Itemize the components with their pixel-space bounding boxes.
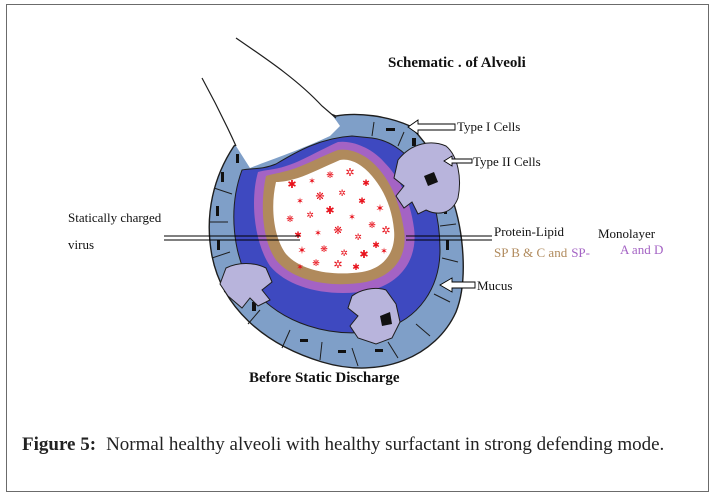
- virus-particle: ✶: [314, 229, 322, 239]
- mucus-callout: Mucus: [440, 278, 512, 293]
- virus-particle: ✶: [348, 213, 356, 223]
- virus-particle: ✲: [306, 211, 314, 221]
- virus-particle: ❋: [286, 215, 294, 225]
- virus-particle: ✱: [352, 263, 360, 273]
- virus-particle: ✲: [333, 258, 342, 271]
- type-2-cells-callout: Type II Cells: [444, 154, 541, 169]
- type-1-cells-callout: Type I Cells: [408, 119, 520, 134]
- virus-particle: ✶: [308, 177, 316, 187]
- monolayer-label: Monolayer: [598, 226, 656, 241]
- figure-caption: Figure 5: Normal healthy alveoli with hea…: [22, 432, 694, 458]
- virus-particle: ✱: [358, 197, 366, 207]
- virus-label-line2: virus: [68, 237, 94, 252]
- virus-particle: ❋: [326, 171, 334, 181]
- caption-text: Normal healthy alveoli with healthy surf…: [106, 434, 664, 455]
- virus-particle: ✶: [375, 202, 384, 215]
- protein-lipid-label: Protein-Lipid: [494, 224, 565, 239]
- title-part-alveoli: . of Alveoli: [458, 55, 526, 71]
- diagram-title: Schematic. of Alveoli: [388, 55, 526, 71]
- virus-particle: ✱: [362, 179, 370, 189]
- virus-particle: ❋: [315, 190, 324, 203]
- caption-label: Figure 5:: [22, 434, 96, 455]
- virus-particle: ✱: [372, 241, 380, 251]
- virus-particle: ✱: [325, 204, 334, 217]
- virus-particle: ✶: [296, 197, 304, 207]
- virus-particle: ❋: [368, 221, 376, 231]
- alveoli-diagram: ✱✶❋✲✱✶❋✲✱✶❋✲✱✶❋✲✱✶❋✲✱✶❋✲✱✶❋✲✱✶ Schematic…: [0, 0, 716, 430]
- sp-prefix-text: SP-: [571, 245, 590, 260]
- virus-particle: ✲: [338, 189, 346, 199]
- virus-particle: ❋: [320, 245, 328, 255]
- virus-label-line1: Statically charged: [68, 210, 162, 225]
- virus-particle: ✲: [354, 233, 362, 243]
- virus-particle: ✶: [380, 247, 388, 257]
- sp-b-c-text: SP B & C and: [494, 245, 568, 260]
- virus-particle: ✶: [296, 263, 304, 273]
- virus-particle: ✲: [345, 166, 354, 179]
- virus-particle: ✱: [287, 178, 296, 191]
- type-2-cells-label: Type II Cells: [473, 154, 541, 169]
- virus-particle: ❋: [333, 224, 342, 237]
- virus-particle: ❋: [312, 259, 320, 269]
- title-part-schematic: Schematic: [388, 55, 454, 71]
- virus-particle: ✱: [359, 248, 368, 261]
- bottom-label: Before Static Discharge: [249, 370, 400, 386]
- type-1-cells-label: Type I Cells: [457, 119, 520, 134]
- sp-a-d-label: A and D: [620, 242, 663, 257]
- virus-particle: ✲: [381, 224, 390, 237]
- type-1-arrow: [408, 120, 455, 134]
- virus-particle: ✶: [297, 244, 306, 257]
- mucus-label: Mucus: [477, 278, 512, 293]
